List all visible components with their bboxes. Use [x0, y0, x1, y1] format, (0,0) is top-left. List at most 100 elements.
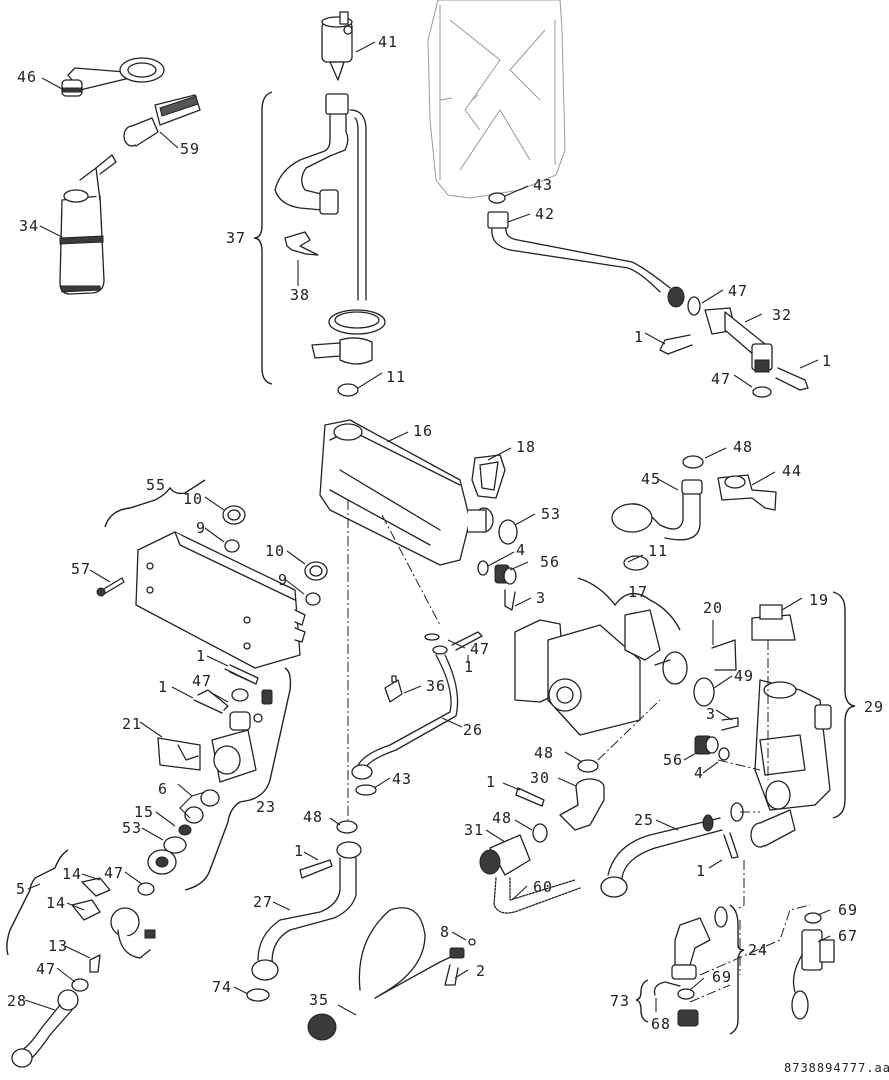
callout-29: 29: [864, 698, 884, 716]
part-tap-connector: [750, 809, 796, 848]
part-16-manifold: [319, 419, 494, 566]
part-1-clip-b: [775, 367, 809, 391]
part-74-seal: [246, 988, 270, 1002]
callout-13: 13: [48, 937, 68, 955]
callout-31: 31: [464, 821, 484, 839]
part-48-ring-left: [336, 820, 358, 834]
callout-47-sensor: 47: [104, 864, 124, 882]
part-20-clip: [711, 639, 737, 671]
part-37-pipe-assembly: [274, 93, 386, 365]
callout-4-upper: 4: [516, 541, 526, 559]
callout-9-b: 9: [278, 571, 288, 589]
callout-labels: 41 46 59 34 37 38 11 43 42 47 32 1 1 47 …: [7, 33, 889, 1075]
part-19-actuator: [751, 604, 796, 641]
brace-37: [253, 91, 273, 385]
brace-24: [729, 904, 745, 1035]
callout-23: 23: [256, 798, 276, 816]
callout-34: 34: [19, 217, 39, 235]
part-36-sensor: [384, 675, 403, 703]
callout-69-lower: 69: [712, 968, 732, 986]
part-48-ring-pump: [577, 759, 599, 773]
callout-10-b: 10: [265, 542, 285, 560]
callout-48-left: 48: [303, 808, 323, 826]
part-5-flow-sensor: [71, 877, 156, 959]
part-27-pipe: [251, 841, 362, 981]
part-13-filter: [89, 954, 101, 973]
callout-18: 18: [516, 438, 536, 456]
callout-47-bottom: 47: [36, 960, 56, 978]
part-60-hose: [493, 877, 581, 914]
part-8-o-ring: [468, 938, 476, 946]
callout-47-top: 47: [728, 282, 748, 300]
part-24-fill-kit: [671, 906, 728, 980]
callout-41: 41: [378, 33, 398, 51]
callout-55: 55: [146, 476, 166, 494]
callout-46: 46: [17, 68, 37, 86]
part-1-clip-right: [723, 832, 739, 859]
part-68-clip: [653, 981, 681, 996]
part-10-seal-a: [222, 505, 246, 525]
callout-1-right: 1: [696, 862, 706, 880]
callout-37: 37: [226, 229, 246, 247]
part-9-seal-a: [224, 539, 240, 553]
part-30-connector: [559, 778, 605, 831]
part-31-relief-valve: [479, 834, 531, 876]
brace-5: [6, 849, 69, 956]
part-43-seal-lower: [355, 784, 377, 796]
part-73-plug: [677, 988, 699, 1027]
part-48-ring-top: [682, 455, 704, 469]
part-42-pipe: [487, 211, 685, 308]
expansion-vessel: [427, 0, 566, 199]
callout-43-upper: 43: [533, 176, 553, 194]
callout-35: 35: [309, 991, 329, 1009]
part-53-ring-upper: [498, 519, 518, 545]
callout-67: 67: [838, 927, 858, 945]
part-3-clip-lower: [721, 717, 739, 731]
part-41-air-vent: [321, 11, 353, 81]
callout-1-top-right: 1: [822, 352, 832, 370]
part-47-ring-a: [687, 296, 701, 316]
callout-48-top: 48: [733, 438, 753, 456]
part-56-plug-upper: [494, 564, 517, 585]
callout-10-a: 10: [183, 490, 203, 508]
callout-28: 28: [7, 992, 27, 1010]
part-1-clip-a: [659, 334, 693, 355]
part-44-lever: [717, 474, 777, 511]
brace-55: [104, 479, 206, 528]
part-57-screw: [96, 577, 125, 597]
callout-1-pump: 1: [486, 773, 496, 791]
callout-27: 27: [253, 893, 273, 911]
callout-3-lower: 3: [706, 705, 716, 723]
callout-45: 45: [641, 470, 661, 488]
callout-68: 68: [651, 1015, 671, 1033]
callout-3-upper: 3: [536, 589, 546, 607]
callout-9-a: 9: [196, 519, 206, 537]
callout-48-pump: 48: [534, 744, 554, 762]
leader-lines: [24, 41, 831, 1016]
callout-43-lower: 43: [392, 770, 412, 788]
part-10-seal-b: [304, 561, 328, 581]
callout-47-right: 47: [711, 370, 731, 388]
part-38-clip: [284, 231, 319, 256]
part-4-ring-lower: [718, 747, 730, 761]
part-2-clip: [444, 964, 459, 986]
callout-47-valve: 47: [192, 672, 212, 690]
callout-5: 5: [16, 880, 26, 898]
part-9-seal-b: [305, 592, 321, 606]
part-29-diverter-valve: [754, 679, 832, 811]
brace-73: [635, 979, 649, 1023]
callout-60: 60: [533, 878, 553, 896]
callout-57: 57: [71, 560, 91, 578]
part-4-ring-upper: [477, 560, 489, 576]
part-49-ring: [693, 677, 715, 707]
callout-16: 16: [413, 422, 433, 440]
part-56-plug-lower: [694, 735, 719, 755]
callout-8: 8: [440, 923, 450, 941]
part-47-ring-mid: [424, 633, 440, 641]
callout-19: 19: [809, 591, 829, 609]
assembly-axes: [347, 500, 811, 1003]
part-32-connector: [704, 307, 773, 373]
callout-74: 74: [212, 978, 232, 996]
callout-38: 38: [290, 286, 310, 304]
